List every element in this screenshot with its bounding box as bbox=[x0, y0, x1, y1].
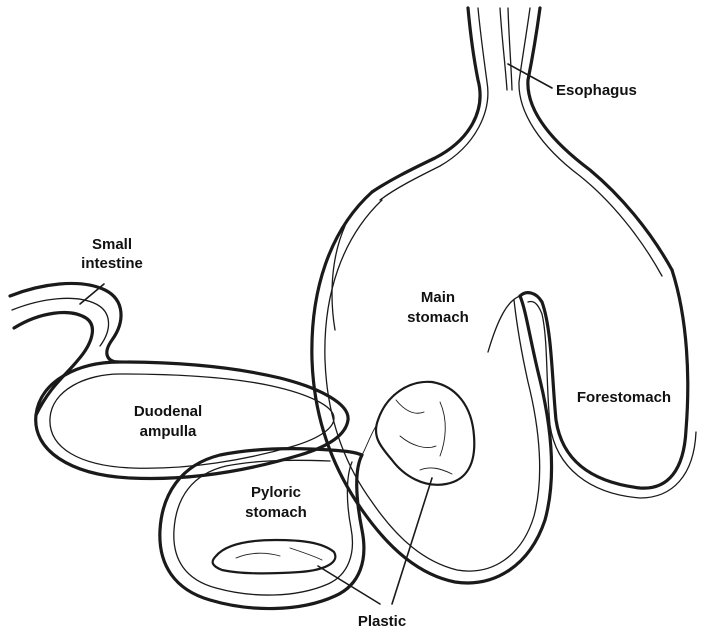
plastic-mass-main bbox=[362, 382, 474, 485]
main-stomach-label-line2: stomach bbox=[407, 309, 469, 326]
small-intestine bbox=[10, 283, 121, 415]
pyloric-stomach-wall bbox=[160, 449, 364, 609]
esophagus bbox=[372, 8, 672, 276]
duodenal-ampulla-label-line2: ampulla bbox=[140, 423, 197, 440]
leader-lines bbox=[80, 64, 552, 604]
small-intestine-label-line2: intestine bbox=[81, 255, 143, 272]
plastic-label: Plastic bbox=[358, 613, 406, 630]
plastic-mass-pyloric bbox=[213, 540, 336, 573]
forestomach-wall bbox=[488, 270, 696, 498]
small-intestine-label-line1: Small bbox=[92, 236, 132, 253]
pyloric-stomach-label-line2: stomach bbox=[245, 504, 307, 521]
plastic-leader-main bbox=[392, 478, 432, 604]
main-stomach-label-line1: Main bbox=[421, 289, 455, 306]
esophagus-label: Esophagus bbox=[556, 82, 637, 99]
pyloric-stomach-label-line1: Pyloric bbox=[251, 484, 301, 501]
duodenal-ampulla-label-line1: Duodenal bbox=[134, 403, 202, 420]
forestomach-label: Forestomach bbox=[577, 389, 671, 406]
